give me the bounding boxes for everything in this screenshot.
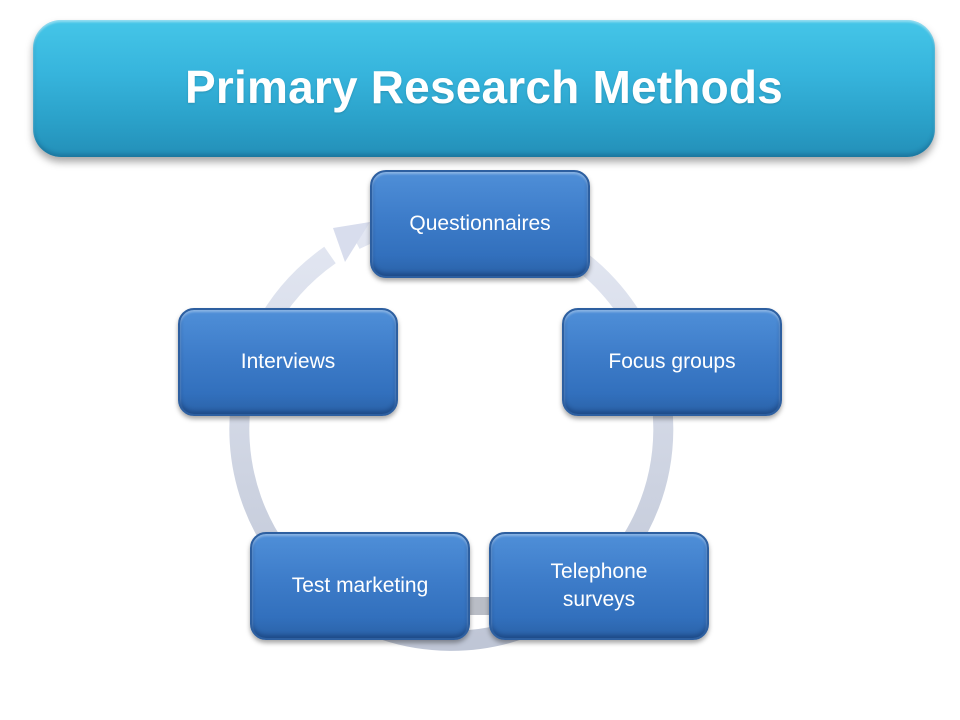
- node-label: Telephone surveys: [550, 559, 648, 611]
- node-telephone-surveys: Telephone surveys: [489, 532, 709, 640]
- node-test-marketing: Test marketing: [250, 532, 470, 640]
- node-interviews: Interviews: [178, 308, 398, 416]
- node-label: Focus groups: [608, 349, 736, 373]
- node-questionnaires: Questionnaires: [370, 170, 590, 278]
- page-title: Primary Research Methods: [185, 60, 783, 113]
- node-label: Questionnaires: [409, 211, 551, 235]
- title-banner: Primary Research Methods: [33, 20, 935, 157]
- node-focus-groups: Focus groups: [562, 308, 782, 416]
- node-label: Test marketing: [291, 573, 429, 597]
- node-label: Interviews: [240, 349, 336, 373]
- connector-segment: [466, 597, 492, 615]
- arrowhead-icon: [333, 222, 370, 262]
